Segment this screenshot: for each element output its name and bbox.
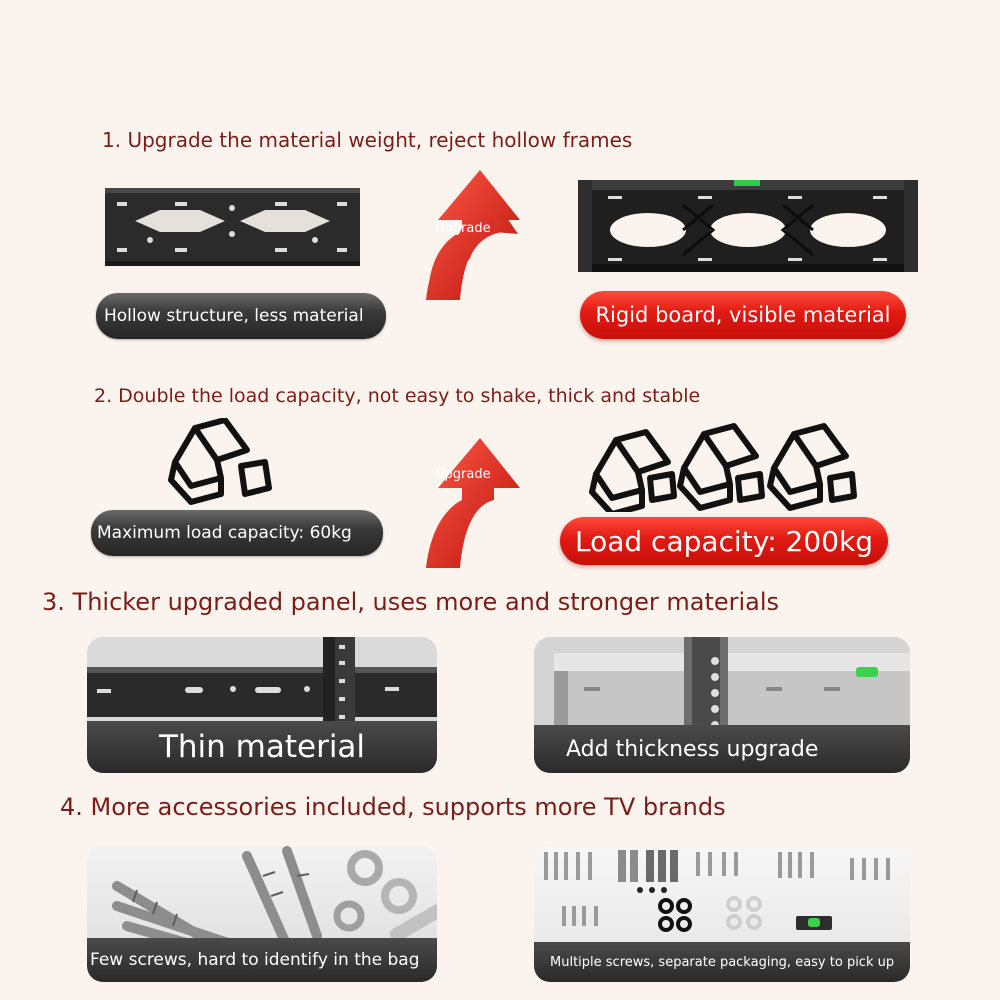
upgrade-arrow-icon-2 bbox=[426, 438, 520, 568]
rigid-board-label: Rigid board, visible material bbox=[580, 291, 906, 339]
thick-material-panel: Add thickness upgrade bbox=[534, 637, 910, 773]
section-1-title: 1. Upgrade the material weight, reject h… bbox=[102, 128, 633, 152]
gold-bar-icon bbox=[168, 418, 272, 505]
few-screws-icon bbox=[112, 846, 437, 946]
section-2-title: 2. Double the load capacity, not easy to… bbox=[94, 385, 701, 407]
hollow-structure-label: Hollow structure, less material bbox=[96, 293, 386, 339]
section-3-title: 3. Thicker upgraded panel, uses more and… bbox=[42, 588, 780, 616]
thin-material-panel: Thin material bbox=[87, 637, 437, 773]
upgrade-arrow-icon bbox=[426, 170, 520, 300]
max-load-60kg-label: Maximum load capacity: 60kg bbox=[91, 510, 383, 556]
thick-bracket-icon bbox=[534, 637, 910, 737]
multiple-screws-label: Multiple screws, separate packaging, eas… bbox=[534, 942, 910, 982]
gold-bars-group-icon bbox=[589, 423, 857, 512]
upgrade-label-1: Upgrade bbox=[435, 221, 491, 236]
section-4-title: 4. More accessories included, supports m… bbox=[60, 793, 726, 821]
thin-material-label: Thin material bbox=[87, 721, 437, 773]
few-screws-panel: Few screws, hard to identify in the bag bbox=[87, 846, 437, 982]
multiple-screws-panel: Multiple screws, separate packaging, eas… bbox=[534, 846, 910, 982]
screw-kit-icon bbox=[544, 850, 890, 932]
load-200kg-label: Load capacity: 200kg bbox=[560, 517, 888, 565]
hollow-bracket-icon bbox=[105, 188, 360, 266]
upgrade-label-2: Upgrade bbox=[435, 467, 491, 482]
rigid-bracket-icon bbox=[578, 180, 918, 272]
thin-bracket-icon bbox=[87, 637, 437, 737]
thickness-upgrade-label: Add thickness upgrade bbox=[534, 725, 910, 773]
few-screws-label: Few screws, hard to identify in the bag bbox=[87, 938, 437, 982]
